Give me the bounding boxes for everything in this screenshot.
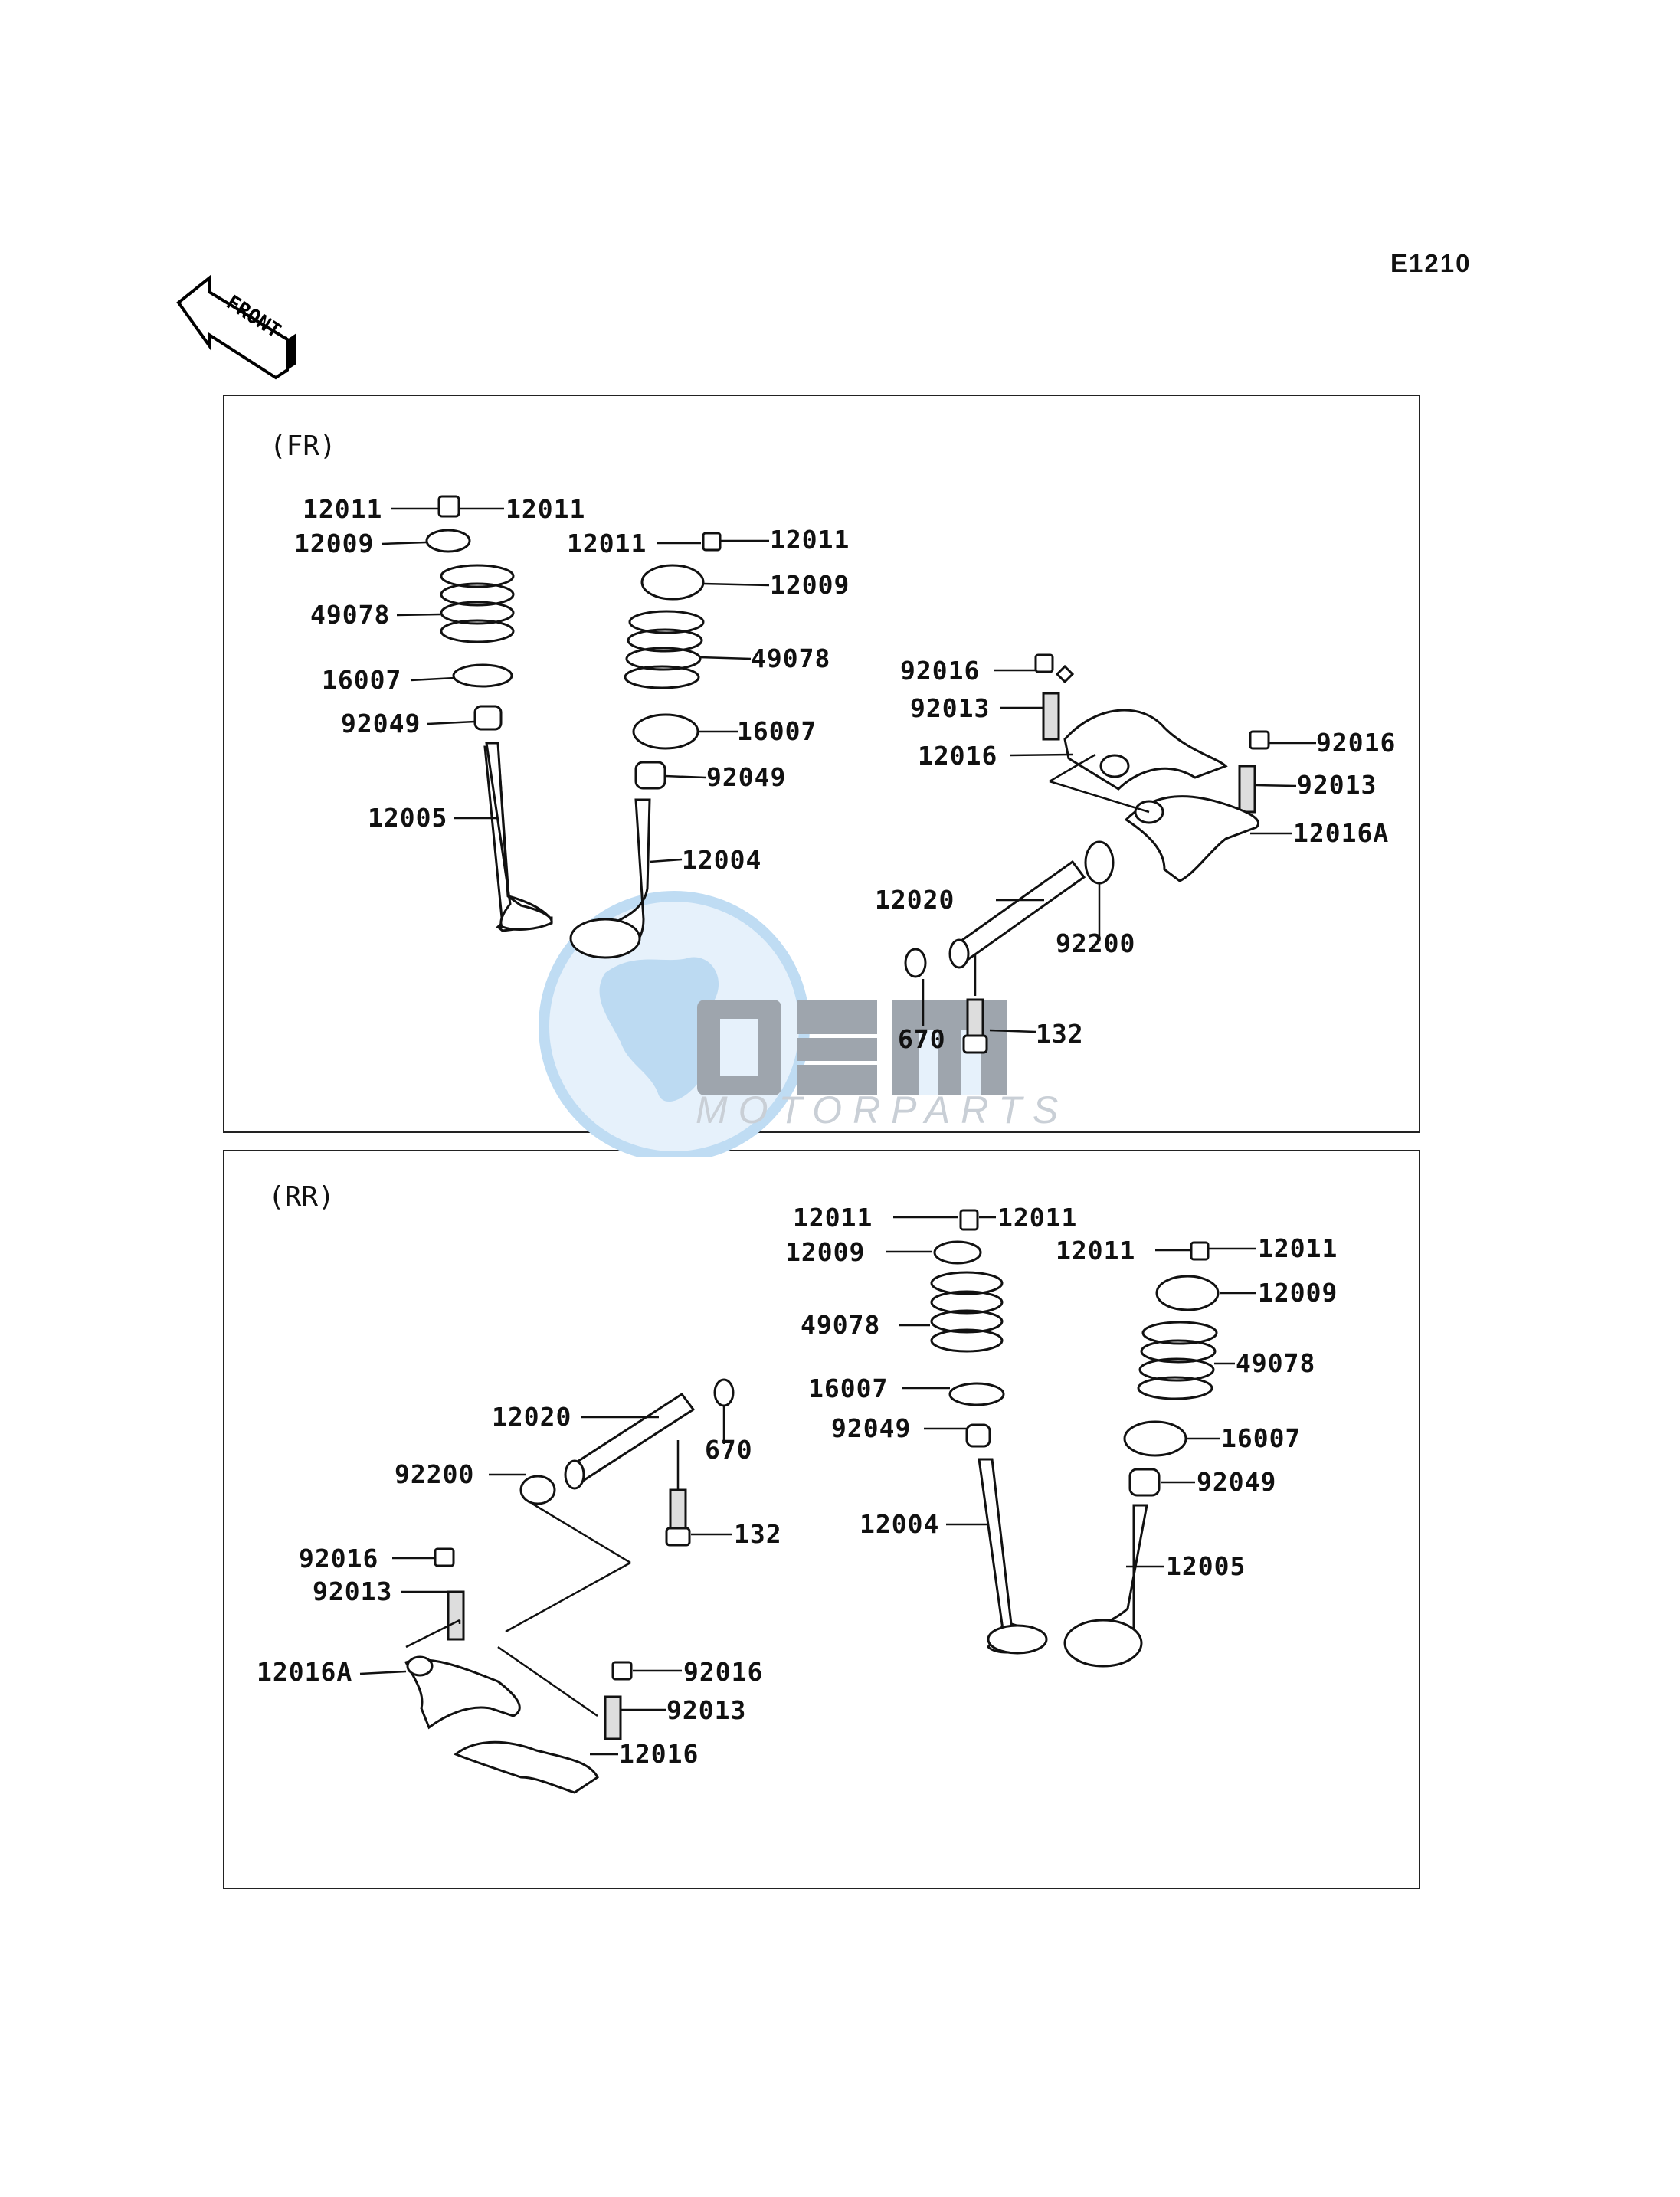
stem-seal-icon xyxy=(473,705,503,731)
callout-92013: 92013 xyxy=(666,1695,747,1725)
watermark-logo xyxy=(536,881,1034,1157)
rear-panel xyxy=(223,1150,1420,1889)
callout-12011: 12011 xyxy=(770,525,850,555)
callout-49078: 49078 xyxy=(1236,1348,1316,1378)
callout-92049: 92049 xyxy=(1197,1467,1277,1497)
retainer-icon xyxy=(425,529,471,553)
callout-92049: 92049 xyxy=(706,762,787,792)
callout-670: 670 xyxy=(705,1435,753,1465)
callout-12011: 12011 xyxy=(1258,1233,1338,1263)
front-panel-label: (FR) xyxy=(270,431,336,462)
watermark-text: MOTORPARTS xyxy=(696,1089,1069,1131)
callout-12009: 12009 xyxy=(785,1237,866,1267)
callout-12011: 12011 xyxy=(793,1203,873,1233)
callout-49078: 49078 xyxy=(801,1310,881,1340)
callout-92049: 92049 xyxy=(341,709,421,738)
callout-49078: 49078 xyxy=(310,600,391,630)
callout-12005: 12005 xyxy=(1166,1551,1246,1581)
callout-12020: 12020 xyxy=(875,885,955,915)
spring-seat-icon xyxy=(452,663,513,688)
diagram-code: E1210 xyxy=(1390,249,1472,277)
callout-92049: 92049 xyxy=(831,1413,912,1443)
callout-670: 670 xyxy=(898,1024,946,1054)
callout-92016: 92016 xyxy=(299,1544,379,1573)
callout-12016A: 12016A xyxy=(257,1657,353,1687)
callout-92016: 92016 xyxy=(900,656,981,686)
callout-12016A: 12016A xyxy=(1293,818,1390,848)
callout-92016: 92016 xyxy=(1316,728,1397,758)
callout-132: 132 xyxy=(734,1519,782,1549)
callout-12005: 12005 xyxy=(368,803,448,833)
front-panel xyxy=(223,395,1420,1133)
callout-16007: 16007 xyxy=(1221,1423,1302,1453)
front-arrow-icon: FRONT xyxy=(172,272,303,387)
callout-16007: 16007 xyxy=(808,1374,889,1403)
callout-12016: 12016 xyxy=(619,1739,699,1769)
callout-12009: 12009 xyxy=(1258,1278,1338,1308)
spring-icon xyxy=(440,564,515,643)
callout-12011: 12011 xyxy=(1056,1236,1136,1265)
callout-92016: 92016 xyxy=(683,1657,764,1687)
callout-12004: 12004 xyxy=(860,1509,940,1539)
callout-12009: 12009 xyxy=(294,529,375,558)
callout-12004: 12004 xyxy=(682,845,762,875)
callout-12020: 12020 xyxy=(492,1402,572,1432)
callout-49078: 49078 xyxy=(751,643,831,673)
callout-92013: 92013 xyxy=(1297,770,1377,800)
rear-panel-label: (RR) xyxy=(268,1181,335,1213)
callout-12011: 12011 xyxy=(567,529,647,558)
callout-92013: 92013 xyxy=(313,1577,393,1606)
callout-12009: 12009 xyxy=(770,570,850,600)
cotter-icon xyxy=(437,495,460,518)
callout-92013: 92013 xyxy=(910,693,991,723)
callout-16007: 16007 xyxy=(322,665,402,695)
callout-12016: 12016 xyxy=(918,741,998,771)
callout-12011: 12011 xyxy=(506,494,586,524)
callout-12011: 12011 xyxy=(997,1203,1078,1233)
callout-92200: 92200 xyxy=(395,1459,475,1489)
callout-16007: 16007 xyxy=(737,716,817,746)
callout-12011: 12011 xyxy=(303,494,383,524)
callout-92200: 92200 xyxy=(1056,928,1136,958)
callout-132: 132 xyxy=(1036,1019,1084,1049)
